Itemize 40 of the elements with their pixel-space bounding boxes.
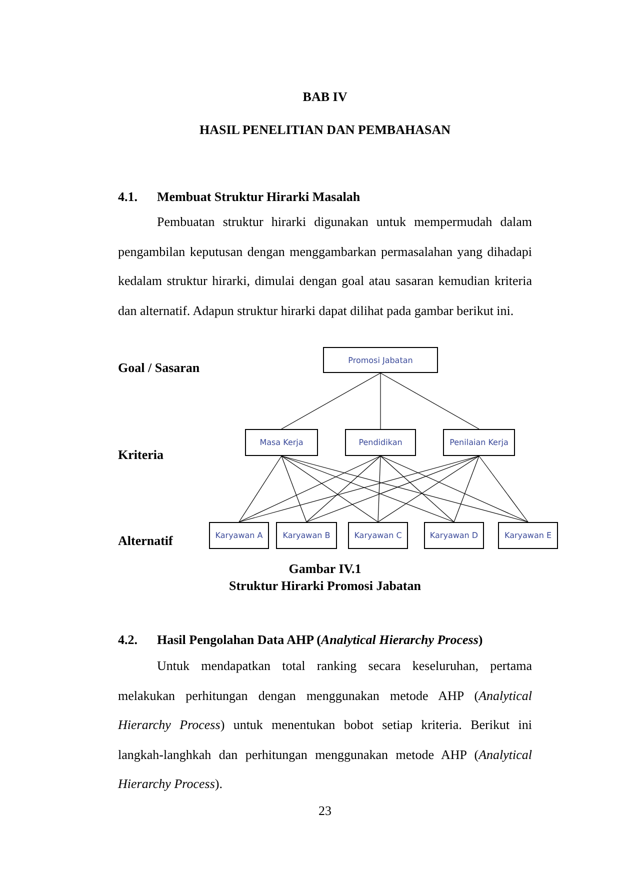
alternative-box: Karyawan E <box>498 522 558 549</box>
section-number: 4.2. <box>118 632 138 648</box>
connector-line <box>378 456 480 522</box>
level-label: Goal / Sasaran <box>118 360 201 376</box>
connector-line <box>380 456 528 522</box>
alternative-box: Karyawan D <box>424 522 484 549</box>
connector-line <box>306 456 381 522</box>
connector-line <box>380 372 480 430</box>
criteria-box: Penilaian Kerja <box>443 429 515 456</box>
connector-line <box>238 456 480 522</box>
connector-line <box>238 456 282 522</box>
figure-caption: Gambar IV.1 <box>288 561 362 577</box>
connector-line <box>454 456 480 522</box>
chapter-number: BAB IV <box>302 89 348 105</box>
connector-line <box>238 456 381 522</box>
connector-line <box>380 372 381 430</box>
goal-box: Promosi Jabatan <box>323 347 438 373</box>
connector-line <box>281 456 307 522</box>
connector-line <box>281 456 378 522</box>
chapter-title: HASIL PENELITIAN DAN PEMBAHASAN <box>198 122 452 138</box>
connector-line <box>281 456 454 522</box>
connector-line <box>281 456 528 522</box>
section-heading: Membuat Struktur Hirarki Masalah <box>157 189 362 205</box>
connector-line <box>378 456 381 522</box>
criteria-box: Pendidikan <box>345 429 416 456</box>
section-heading: Hasil Pengolahan Data AHP (Analytical Hierarchy Process) <box>157 632 484 648</box>
criteria-box: Masa Kerja <box>245 429 318 456</box>
page-number: 23 <box>318 803 332 819</box>
connector-line <box>380 456 454 522</box>
connector-line <box>281 372 381 430</box>
alternative-box: Karyawan B <box>276 522 337 549</box>
figure-caption: Struktur Hirarki Promosi Jabatan <box>228 578 422 594</box>
connector-line <box>478 456 528 522</box>
section-number: 4.1. <box>118 189 138 205</box>
alternative-box: Karyawan A <box>209 522 269 549</box>
body-paragraph: Pembuatan struktur hirarki digunakan untuk mempermudah dalam pengambilan keputusan dengan menggambarkan permasalahan yang dihadapi kedalam struktur hirarki, dimulai dengan goal atau sasaran kemudian kriteria dan alternatif. Adapun struktur hirarki dapat dilihat pada gambar berikut ini. <box>118 213 532 320</box>
alternative-box: Karyawan C <box>348 522 408 549</box>
level-label: Kriteria <box>118 447 164 463</box>
connector-line <box>306 456 480 522</box>
body-paragraph: Untuk mendapatkan total ranking secara keseluruhan, pertama melakukan perhitungan dengan menggunakan metode AHP (Analytical Hierarchy Process) untuk menentukan bobot setiap kriteria. Berikut ini langkah-langhkah dan perhitungan menggunakan metode AHP (Analytical Hierarchy Process). <box>118 657 532 794</box>
